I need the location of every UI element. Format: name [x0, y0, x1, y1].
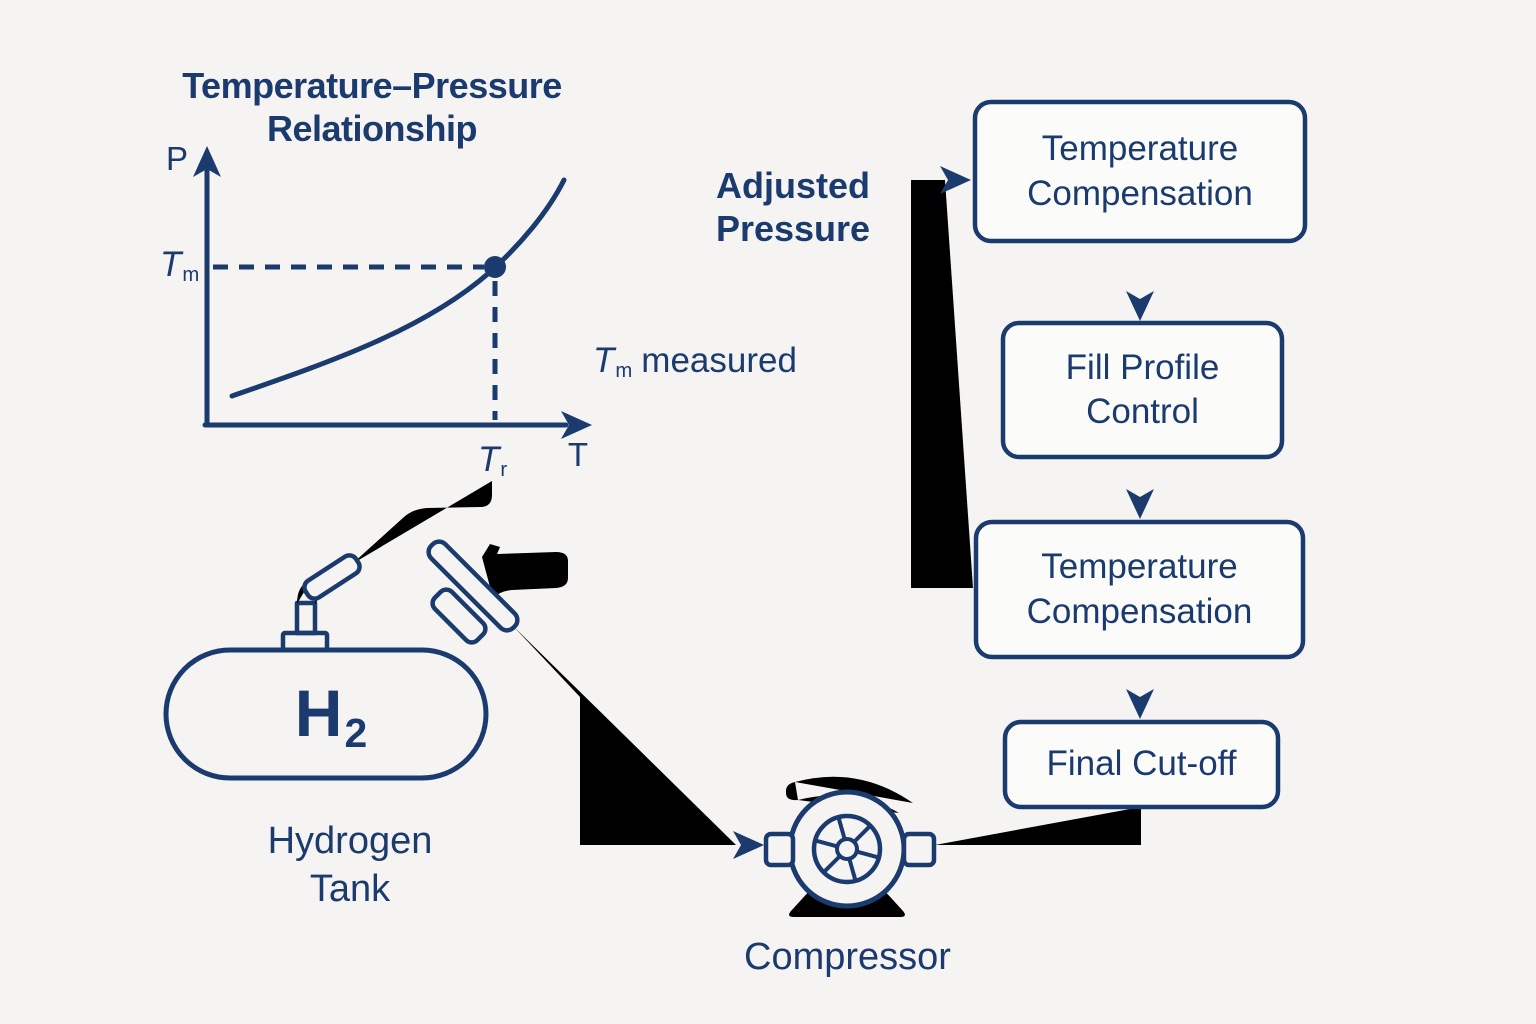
- compressor-scroll-outer: [795, 776, 913, 803]
- flow-arrowhead-2: [1126, 489, 1154, 519]
- adjusted-pressure-line1: Adjusted: [715, 165, 870, 206]
- h2-base: H: [294, 676, 343, 750]
- compressor-body: [787, 789, 907, 909]
- nozzle-handle: [482, 544, 568, 598]
- h2-sub: 2: [344, 710, 368, 757]
- graph-title-line2: Relationship: [266, 108, 478, 150]
- box1-line1: Temperature: [1041, 129, 1239, 169]
- tm-base: T: [160, 245, 182, 284]
- flow-box-temperature-compensation-2: [973, 519, 1306, 660]
- feedback-trunk-line: [911, 180, 973, 588]
- box2-line2: Control: [1086, 392, 1199, 431]
- compressor: [763, 776, 937, 917]
- adjusted-pressure-arrowhead: [940, 166, 971, 194]
- box4-line1: Final Cut-off: [1046, 744, 1237, 784]
- adjusted-pressure-label: Adjusted Pressure: [690, 164, 896, 250]
- tr-tick-label: Tr: [478, 440, 508, 481]
- flow-box-fill-profile-control: [1000, 320, 1285, 460]
- flow-box-label-temperature-compensation-2: Temperature Compensation: [976, 522, 1303, 657]
- compressor-scroll-cap: [785, 782, 798, 801]
- tm-measured-annotation: Tm measured: [593, 341, 797, 382]
- hydrogen-tank-label: Hydrogen Tank: [225, 818, 475, 914]
- x-axis-arrowhead: [561, 411, 592, 439]
- hose-line: [513, 626, 736, 845]
- hose-arrowhead: [733, 831, 764, 859]
- flow-box-label-fill-profile-control: Fill Profile Control: [1003, 323, 1282, 457]
- nozzle-spout: [430, 587, 488, 645]
- tm-measured-word: measured: [641, 341, 797, 380]
- flowchart-connectors: [911, 166, 1154, 845]
- tm-measured-sub: m: [615, 359, 633, 382]
- graph-title-line1: Temperature–Pressure: [182, 65, 562, 106]
- impeller-spoke: [814, 838, 840, 849]
- t-axis-label: T: [567, 436, 589, 473]
- tm-sub: m: [182, 263, 200, 286]
- sensor-line: [352, 481, 492, 564]
- tank-label-line2: Tank: [309, 867, 391, 910]
- tank-valve-base: [280, 630, 330, 653]
- p-axis-label: P: [165, 140, 188, 177]
- flow-box-label-temperature-compensation-1: Temperature Compensation: [975, 102, 1305, 241]
- impeller-spoke: [836, 816, 847, 842]
- compressor-impeller: [811, 813, 883, 885]
- temperature-probe: [302, 553, 362, 601]
- compressor-hub: [835, 837, 859, 861]
- tank-valve-stem: [294, 600, 318, 636]
- compressor-label: Compressor: [744, 936, 951, 978]
- y-axis-arrowhead: [193, 146, 221, 177]
- impeller-spoke: [847, 856, 858, 882]
- flow-box-final-cutoff: [1002, 719, 1281, 810]
- operating-point-dot: [484, 256, 506, 278]
- flow-arrowhead-3: [1126, 689, 1154, 719]
- pt-curve: [229, 177, 567, 399]
- cutoff-to-compressor-line: [935, 807, 1141, 845]
- impeller-spokes: [814, 816, 880, 882]
- compressor-outlet: [901, 831, 937, 868]
- graph-title: Temperature–Pressure Relationship: [160, 64, 584, 150]
- tank-label-line1: Hydrogen: [267, 820, 433, 862]
- h2-label: H2: [266, 680, 396, 754]
- flow-arrowhead-1: [1126, 291, 1154, 321]
- pt-graph: [193, 146, 592, 439]
- box2-line1: Fill Profile: [1065, 347, 1220, 387]
- tm-tick-label: Tm: [160, 245, 200, 286]
- hydrogen-tank: [163, 553, 489, 781]
- impeller-spoke: [822, 854, 842, 874]
- adjusted-pressure-line2: Pressure: [715, 208, 871, 250]
- compressor-inlet: [763, 831, 796, 868]
- tm-measured-base: T: [593, 341, 615, 380]
- nozzle-spike: [429, 629, 447, 647]
- impeller-spoke: [854, 849, 880, 860]
- flowchart-boxes: [972, 99, 1308, 810]
- tank-body: [163, 647, 489, 781]
- box3-line1: Temperature: [1041, 547, 1238, 587]
- fueling-nozzle: [426, 539, 764, 859]
- box1-line2: Compensation: [1027, 173, 1253, 213]
- impeller-spoke: [852, 824, 872, 844]
- box3-line2: Compensation: [1026, 591, 1253, 631]
- flow-box-label-final-cutoff: Final Cut-off: [1005, 722, 1278, 807]
- tr-base: T: [478, 440, 500, 479]
- tr-sub: r: [500, 458, 508, 481]
- flow-box-temperature-compensation-1: [972, 99, 1308, 244]
